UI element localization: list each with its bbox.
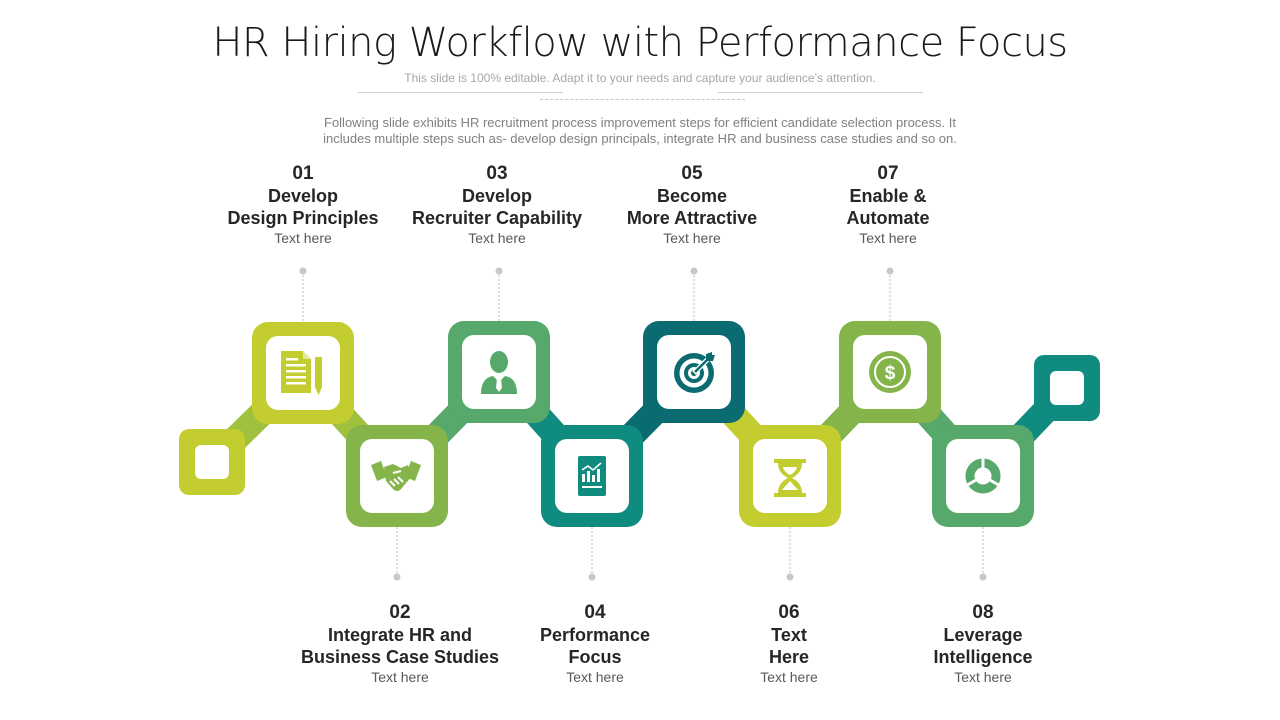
report-chart-icon [578,456,606,496]
step-number: 05 [681,163,703,184]
step-title-line-2: Focus [568,647,622,667]
step-04-label: 04 Performance Focus Text here [495,601,695,686]
step-02-label: 02 Integrate HR and Business Case Studie… [300,601,500,686]
businessman-icon [481,351,517,394]
leader-lines [299,267,987,581]
step-title-line-2: Here [768,647,810,667]
subtitle-rule-dashed [540,99,745,100]
dollar-coin-icon: $ [869,351,911,393]
page-description: Following slide exhibits HR recruitment … [280,115,1000,147]
step-title-line-1: Performance [539,625,651,645]
step-title-line-2: More Attractive [626,208,758,228]
step-title-line-1: Leverage [943,625,1023,645]
step-number: 08 [972,602,994,623]
step-text: Text here [859,230,917,246]
step-number: 06 [778,602,800,623]
step-07-label: 07 Enable & Automate Text here [788,162,988,247]
step-title-line-1: Text [771,625,807,645]
step-03-label: 03 Develop Recruiter Capability Text her… [397,162,597,247]
step-text: Text here [566,669,624,685]
step-title-line-1: Become [656,186,728,206]
start-node-inner [195,445,229,479]
end-node-inner [1050,371,1084,405]
step-05-leader-dot [690,267,698,275]
step-text: Text here [954,669,1012,685]
step-06-label: 06 Text Here Text here [689,601,889,686]
step-title-line-2: Recruiter Capability [411,208,583,228]
step-text: Text here [371,669,429,685]
end-node [1034,355,1100,421]
step-title-line-1: Develop [461,186,533,206]
hourglass-icon [774,459,806,497]
subtitle-rule-right [718,92,923,93]
step-text: Text here [760,669,818,685]
step-03-leader-dot [495,267,503,275]
step-text: Text here [274,230,332,246]
target-icon [674,352,715,393]
step-01-leader-dot [299,267,307,275]
page-title: HR Hiring Workflow with Performance Focu… [212,20,1068,66]
description-line-1: Following slide exhibits HR recruitment … [324,115,956,130]
step-07-leader-dot [886,267,894,275]
step-number: 04 [584,602,606,623]
page-subtitle: This slide is 100% editable. Adapt it to… [404,71,876,85]
start-node [179,429,245,495]
step-04-leader-dot [588,573,596,581]
step-08-node-inner [946,439,1020,513]
handshake-icon [371,461,421,491]
step-08-label: 08 Leverage Intelligence Text here [883,601,1083,686]
step-02-leader-dot [393,573,401,581]
ring-chart-icon [965,457,1001,494]
step-title-line-1: Enable & [849,186,927,206]
step-text: Text here [468,230,526,246]
step-title-line-1: Develop [267,186,339,206]
description-line-2: includes multiple steps such as- develop… [323,131,957,146]
step-number: 03 [486,163,508,184]
step-title-line-1: Integrate HR and [327,625,473,645]
step-08-node [932,425,1034,527]
step-number: 02 [389,602,411,623]
step-text: Text here [663,230,721,246]
step-08-leader-dot [979,573,987,581]
step-title-line-2: Design Principles [227,208,379,228]
step-title-line-2: Business Case Studies [300,647,500,667]
step-number: 01 [292,163,314,184]
step-title-line-2: Intelligence [933,647,1033,667]
step-06-leader-dot [786,573,794,581]
step-01-label: 01 Develop Design Principles Text here [203,162,403,247]
subtitle-rule-left [358,92,563,93]
step-title-line-2: Automate [846,208,930,228]
document-pencil-icon [281,351,322,395]
step-number: 07 [877,163,899,184]
step-05-label: 05 Become More Attractive Text here [592,162,792,247]
dollar-sign-glyph: $ [885,363,896,384]
